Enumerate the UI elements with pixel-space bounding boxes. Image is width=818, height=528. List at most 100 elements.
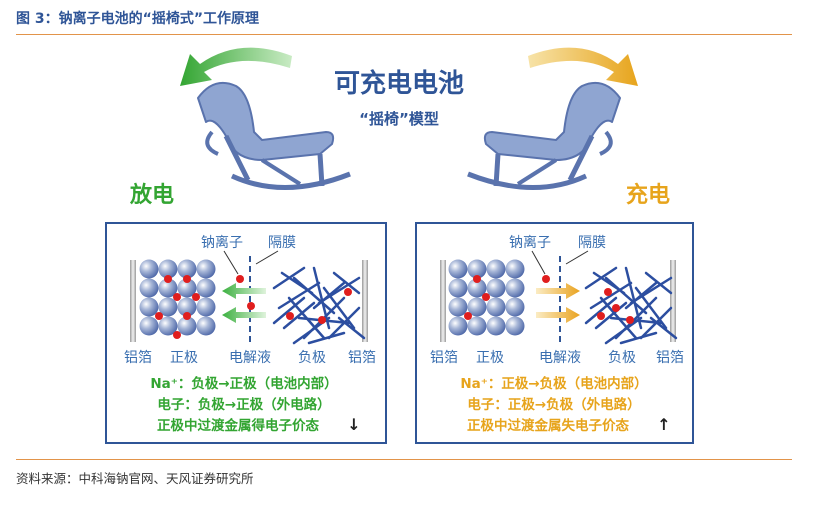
charge-line-1: Na⁺：正极→负极（电池内部） [460,375,647,392]
discharge-label-anode: 负极 [298,350,326,366]
charge-anode-segment [589,281,633,310]
discharge-lattice-atom [177,316,197,336]
discharge-lattice-atom [139,316,159,336]
discharge-lattice-atom [139,278,159,298]
charge-lattice-atom [448,316,468,336]
charge-lattice-ion [482,293,490,301]
discharge-arrow-glyph: ↓ [347,415,360,434]
discharge-lattice-ion [155,312,163,320]
charge-lattice-atom [467,297,487,317]
charge-label-cathode: 正极 [476,350,504,366]
discharge-anode-segment [272,296,306,325]
discharge-lattice-atom [196,316,216,336]
charge-lattice-atom [448,259,468,279]
charge-anode-segment [624,281,658,310]
discharge-lattice-ion [192,293,200,301]
source-note: 资料来源：中科海钠官网、天风证券研究所 [16,471,254,486]
charge-label-electrolyte: 电解液 [539,350,581,366]
charge-anode-ion [597,312,605,320]
charge-anode-segment [604,316,643,345]
charge-arrow-glyph: ↑ [657,415,670,434]
discharge-line-2: 电子：负极→正极（外电路） [157,396,330,413]
discharge-ion-1 [236,275,244,283]
charge-anode-ion [604,288,612,296]
discharge-lattice-atom [177,259,197,279]
discharge-anode-segment [282,301,316,330]
charge-right-foil [670,260,676,342]
discharge-lattice-ion [164,275,172,283]
charge-lattice-ion [464,312,472,320]
discharge-left-foil [130,260,136,342]
charge-lattice-ion [473,275,481,283]
discharge-panel: 钠离子 隔膜 铝箔 正极 电解液 负极 铝箔 Na⁺：负极→正极（电池内部） 电… [105,222,387,444]
charge-anode-segment [624,266,643,330]
figure-title: 图 3：钠离子电池的“摇椅式”工作原理 [16,11,260,27]
charge-ion-arrow-2-icon [536,307,580,323]
discharge-heading: 放电 [129,182,174,208]
discharge-lattice-atom [139,297,159,317]
discharge-anode-segment [312,266,331,330]
charge-anode-ion [612,304,620,312]
charge-lattice-atom [486,316,506,336]
charge-anode-ion [626,316,634,324]
bottom-rule [16,459,792,460]
discharge-ion-arrow-1-icon [222,283,266,299]
discharge-lattice-atom [158,297,178,317]
charge-lattice-atom [486,278,506,298]
discharge-line-3: 正极中过渡金属得电子价态 [157,417,319,434]
discharge-lattice-ion [183,312,191,320]
discharge-anode-ion [344,288,352,296]
charge-anode-segment [604,276,648,315]
center-subtitle: “摇椅”模型 [359,110,439,128]
charge-label-foil-right: 铝箔 [656,350,684,366]
discharge-ion-label: 钠离子 [201,234,243,251]
charge-panel: 钠离子 隔膜 铝箔 正极 电解液 负极 铝箔 Na⁺：正极→负极（电池内部） 电… [415,222,694,444]
charge-lattice-atom [467,259,487,279]
charge-left-foil [440,260,446,342]
discharge-lattice-ion [183,275,191,283]
charge-lattice-atom [467,278,487,298]
charge-anode-segment [592,271,626,295]
discharge-cathode-lattice [139,259,216,339]
charge-lattice-atom [505,278,525,298]
discharge-label-foil-left: 铝箔 [124,350,152,366]
discharge-lattice-atom [196,278,216,298]
discharge-right-foil [362,260,368,342]
discharge-anode-segment [292,276,336,315]
discharge-anode-segment [312,281,346,310]
right-rocking-chair-icon [467,82,621,190]
charge-line-3: 正极中过渡金属失电子价态 [467,417,629,434]
discharge-separator-label: 隔膜 [268,235,296,251]
discharge-lattice-ion [173,331,181,339]
discharge-lattice-atom [177,278,197,298]
discharge-lattice-atom [158,278,178,298]
discharge-anode-segment [337,316,366,340]
charge-lattice-atom [467,316,487,336]
charge-ion-label: 钠离子 [509,234,551,251]
charge-label-foil-left: 铝箔 [430,350,458,366]
discharge-label-cathode: 正极 [170,350,198,366]
charge-label-anode: 负极 [608,350,636,366]
charge-anode-segment [649,316,678,340]
discharge-line-1: Na⁺：负极→正极（电池内部） [150,375,337,392]
discharge-anode-lines [272,266,366,345]
charge-anode-segment [644,271,673,295]
charge-ion-1 [542,275,550,283]
center-title: 可充电电池 [334,68,464,99]
charge-lattice-atom [505,259,525,279]
discharge-ion-2 [247,302,255,310]
charge-line-2: 电子：正极→负极（外电路） [467,396,640,413]
discharge-anode-segment [307,331,346,345]
discharge-lattice-atom [196,259,216,279]
discharge-label-foil-right: 铝箔 [348,350,376,366]
discharge-label-electrolyte: 电解液 [229,350,271,366]
charge-lattice-atom [505,297,525,317]
charge-anode-segment [584,296,618,325]
discharge-anode-ion [286,312,294,320]
discharge-anode-segment [332,271,361,295]
discharge-lattice-atom [196,297,216,317]
discharge-anode-ion [318,316,326,324]
charge-cathode-lattice [448,259,525,336]
discharge-arrow-icon [180,47,292,86]
discharge-anode-segment [277,281,321,310]
